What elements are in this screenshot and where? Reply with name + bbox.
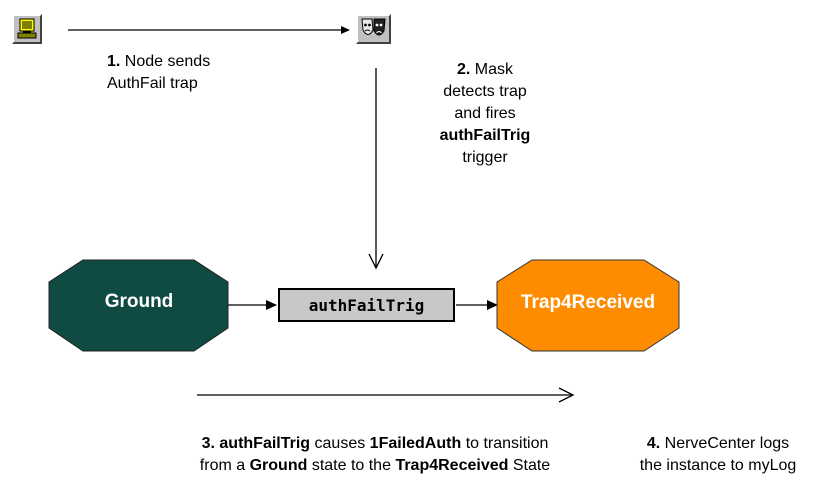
step2-text: 2. Mask detects trap and fires authFailT… [400,59,570,169]
step2-number: 2. [456,61,471,78]
trigger-box-label: authFailTrig [308,295,425,315]
step1-text: 1. Node sends AuthFail trap [107,51,307,95]
step3-text-state-to: state to the [311,457,391,474]
step1-line2: AuthFail trap [107,75,198,92]
step3-alarm-name: 1FailedAuth [369,435,462,452]
step3-number: 3. [201,435,215,452]
step3-text-causes: causes [314,435,366,452]
mask-icon[interactable] [356,14,391,44]
step1-line1: Node sends [124,53,211,70]
step3-text-transition: to transition [465,435,549,452]
step2-line3: and fires [454,105,516,122]
step3-text-from: from a [199,457,246,474]
step3-trigger-name: authFailTrig [219,435,311,452]
trap4received-state-shape [496,259,680,352]
step2-line1: Mask [474,61,514,78]
trigger-to-trap-arrowhead [487,300,498,310]
step2-line2: detects trap [443,83,527,100]
mask-down-arrowhead [368,253,384,270]
ground-to-trigger-arrowhead [266,300,277,310]
step4-line2: the instance to myLog [639,457,797,474]
step1-number: 1. [107,53,121,70]
trap4received-state-label[interactable]: Trap4Received [520,292,656,313]
timeline-arrowhead [558,387,575,403]
step2-trigger-name: authFailTrig [439,127,531,144]
step3-trap-name: Trap4Received [395,457,509,474]
authfailtrig-trigger-box[interactable]: authFailTrig [278,288,455,322]
ground-state-shape [48,259,229,352]
step4-line1: NerveCenter logs [664,435,790,452]
computer-node-icon[interactable] [12,14,42,44]
step4-text: 4. NerveCenter logs the instance to myLo… [618,433,818,477]
step3-text: 3. authFailTrig causes 1FailedAuth to tr… [135,433,615,477]
ground-state-label[interactable]: Ground [104,291,174,312]
step3-text-state: State [512,457,551,474]
step3-ground-name: Ground [249,457,308,474]
step2-line5: trigger [462,149,508,166]
node-to-mask-arrowhead [341,26,350,34]
step4-number: 4. [646,435,661,452]
